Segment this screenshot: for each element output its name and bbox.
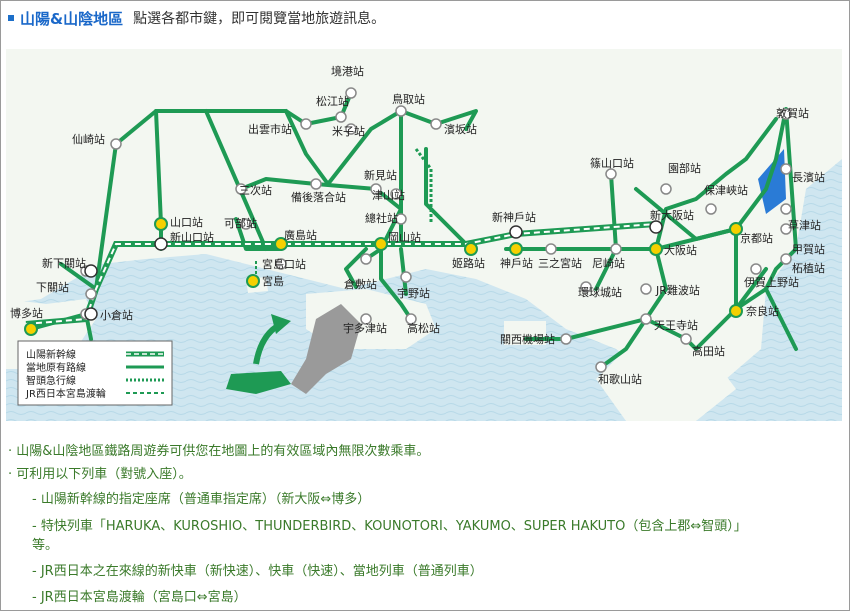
legend-ferry: JR西日本宮島渡輪 (25, 387, 106, 400)
station-tsuyama[interactable]: 津山站 (372, 188, 405, 202)
shinkansen-line (25, 221, 657, 327)
station-himeji[interactable]: 姬路站 (452, 256, 485, 270)
note-item-2a: - 特快列車「HARUKA、KUROSHIO、THUNDERBIRD、KOUNO… (32, 519, 747, 534)
station-kurashiki[interactable]: 倉敷站 (344, 277, 377, 291)
station-tsuge[interactable]: 柘植站 (792, 261, 825, 275)
station-takada[interactable]: 高田站 (692, 344, 725, 358)
station-miyajima[interactable]: 宮島 (262, 274, 284, 288)
station-hamasaka[interactable]: 濱坂站 (444, 122, 477, 136)
station-tennoji[interactable]: 天王寺站 (654, 318, 698, 332)
kii-land (596, 329, 736, 421)
station-osaka[interactable]: 大阪站 (664, 243, 697, 257)
station-hakata[interactable]: 博多站 (10, 306, 43, 320)
station-uno[interactable]: 宇野站 (397, 286, 430, 300)
station-izumoshi[interactable]: 出雲市站 (248, 122, 292, 136)
page-header: 山陽&山陰地區 點選各都市鍵，即可閱覽當地旅遊訊息。 (6, 6, 385, 30)
legend-shinkansen: 山陽新幹線 (26, 348, 76, 361)
japan-inset (226, 304, 361, 394)
station-yamaguchi[interactable]: 山口站 (170, 215, 203, 229)
station-shinyamaguchi[interactable]: 新山口站 (170, 230, 214, 244)
note-item-4: - JR西日本宮島渡輪（宮島口⇔宮島） (32, 590, 247, 605)
station-kokura[interactable]: 小倉站 (100, 308, 133, 322)
station-nara[interactable]: 奈良站 (746, 304, 779, 318)
page-title: 山陽&山陰地區 (20, 9, 124, 28)
station-koka[interactable]: 甲賀站 (792, 242, 825, 256)
station-miyajimaguchi[interactable]: 宮島口站 (262, 257, 306, 271)
station-kyoto[interactable]: 京都站 (740, 231, 773, 245)
station-bingo-ochiai[interactable]: 備後落合站 (291, 190, 346, 204)
station-osakajo[interactable]: 環球城站 (578, 285, 622, 299)
station-wakayama[interactable]: 和歌山站 (598, 372, 642, 386)
chizu-line (414, 148, 433, 224)
legend-local: 當地原有路線 (26, 361, 86, 374)
header-bullet-icon (8, 15, 14, 21)
station-kabe[interactable]: 可部站 (224, 216, 257, 230)
station-sannomiya[interactable]: 三之宮站 (538, 256, 582, 270)
station-sasayamaguchi[interactable]: 篠山口站 (590, 156, 634, 170)
station-miyoshi[interactable]: 三次站 (239, 183, 272, 197)
station-amagasaki[interactable]: 尼崎站 (592, 256, 625, 270)
station-kobe[interactable]: 神戶站 (500, 256, 533, 270)
station-shinosaka[interactable]: 新大阪站 (650, 208, 694, 222)
legend-chizu: 智頭急行線 (26, 374, 76, 387)
lake-biwa (758, 149, 786, 214)
station-nagahama[interactable]: 長濱站 (792, 170, 825, 184)
station-utazu[interactable]: 宇多津站 (343, 321, 387, 335)
station-takamatsu[interactable]: 高松站 (407, 321, 440, 335)
station-hiroshima[interactable]: 廣島站 (284, 228, 317, 242)
note-line-1: · 山陽&山陰地區鐵路周遊券可供您在地圖上的有效區域內無限次數乘車。 (8, 444, 430, 459)
station-sonobe[interactable]: 園部站 (668, 161, 701, 175)
station-kansai-airport[interactable]: 關西機場站 (500, 332, 555, 346)
note-item-3: - JR西日本之在來線的新快車（新快速）、快車（快速）、當地列車（普通列車） (32, 564, 483, 579)
station-niimi[interactable]: 新見站 (364, 168, 397, 182)
station-igaueno[interactable]: 伊賀上野站 (744, 275, 799, 289)
shinkansen-station-markers (84, 220, 663, 321)
rail-map-svg: 境港站 松江站 鳥取站 出雲市站 米子站 濱坂站 仙崎站 新見站 備後落合站 津… (6, 49, 842, 421)
rail-map: 境港站 松江站 鳥取站 出雲市站 米子站 濱坂站 仙崎站 新見站 備後落合站 津… (6, 49, 842, 421)
station-tsuruga[interactable]: 敦賀站 (776, 106, 809, 120)
station-sakaiminato[interactable]: 境港站 (331, 64, 364, 78)
note-item-1: - 山陽新幹線的指定座席（普通車指定席）（新大阪⇔博多） (32, 492, 371, 507)
station-shimonoseki[interactable]: 下關站 (36, 280, 69, 294)
station-matsue[interactable]: 松江站 (316, 94, 349, 108)
station-shinkobe[interactable]: 新神戶站 (492, 210, 536, 224)
note-line-2: · 可利用以下列車（對號入座）。 (8, 467, 192, 482)
note-item-2b: 等。 (32, 538, 59, 553)
station-okayama[interactable]: 岡山站 (388, 230, 421, 244)
station-jrnamba[interactable]: JR難波站 (655, 283, 700, 297)
station-shinshimonoseki[interactable]: 新下關站 (42, 256, 86, 270)
station-soja[interactable]: 總社站 (365, 211, 398, 225)
station-yonago[interactable]: 米子站 (332, 124, 365, 138)
station-senzaki[interactable]: 仙崎站 (72, 132, 105, 146)
map-legend: 山陽新幹線 當地原有路線 智頭急行線 JR西日本宮島渡輪 (17, 340, 173, 406)
station-kusatsu[interactable]: 草津站 (788, 218, 821, 232)
major-city-markers (24, 217, 743, 336)
station-tottori[interactable]: 鳥取站 (392, 92, 425, 106)
page-subtitle: 點選各都市鍵，即可閱覽當地旅遊訊息。 (133, 11, 386, 27)
station-hozukyo[interactable]: 保津峽站 (704, 183, 748, 197)
station-markers (80, 87, 792, 373)
